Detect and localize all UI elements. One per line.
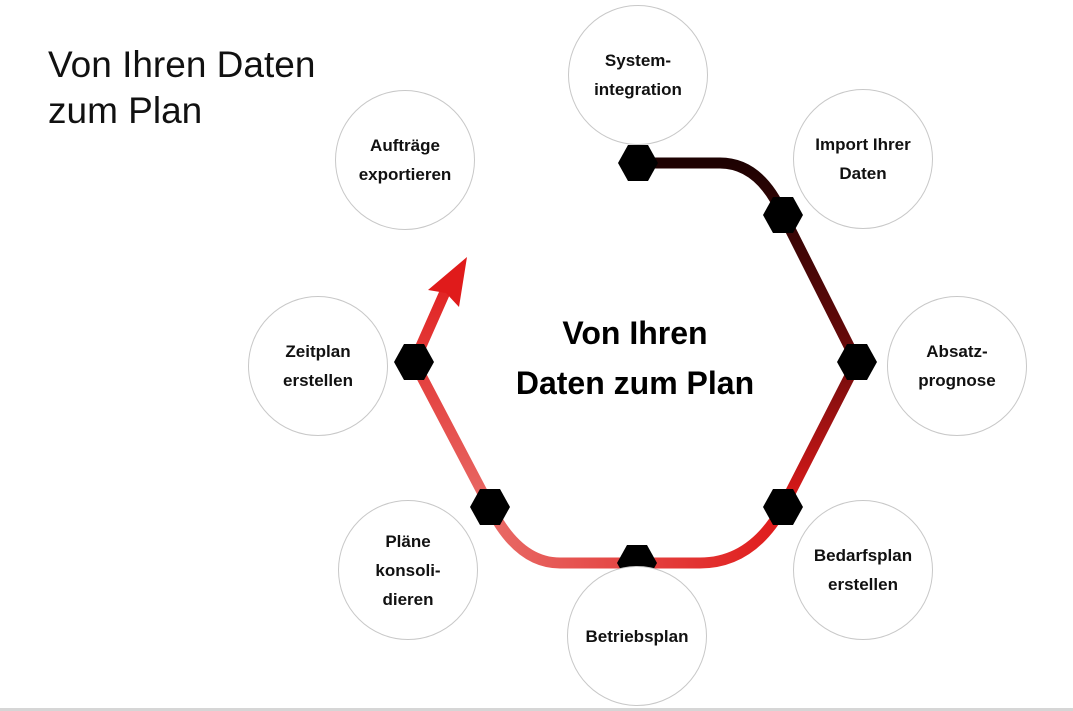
hexagon-node-icon [837, 344, 877, 380]
step-label: Import Ihrer [815, 135, 911, 154]
step-export-orders: Aufträge exportieren [335, 90, 475, 230]
hexagon-node-icon [763, 197, 803, 233]
hexagon-node-icon [470, 489, 510, 525]
step-label: Absatz- [926, 342, 988, 361]
step-label: erstellen [283, 371, 353, 390]
step-label: integration [594, 80, 682, 99]
hexagon-node-icon [618, 145, 658, 181]
step-label: System- [604, 51, 672, 70]
step-label: dieren [382, 589, 434, 609]
step-label: exportieren [358, 165, 452, 184]
step-label: prognose [918, 371, 996, 390]
step-system-integration: System-integration [568, 5, 708, 145]
page-title: Von Ihren Daten zum Plan [48, 42, 315, 134]
center-title-line: Von Ihren [562, 315, 708, 351]
bottom-divider [0, 708, 1073, 711]
title-line: zum Plan [48, 90, 203, 131]
step-consolidate-plans: Pläne konsoli-dieren [338, 500, 478, 640]
step-sales-forecast: Absatz-prognose [887, 296, 1027, 436]
hexagon-node-icon [763, 489, 803, 525]
step-label: erstellen [828, 575, 898, 594]
step-label: Bedarfsplan [813, 546, 913, 565]
title-line: Von Ihren Daten [48, 44, 316, 85]
step-label: konsoli- [375, 560, 441, 580]
step-operations-plan: Betriebsplan [567, 566, 707, 706]
center-title-line: Daten zum Plan [515, 365, 755, 401]
cycle-path-segment [485, 504, 788, 569]
hexagon-node-icon [394, 344, 434, 380]
cycle-path-segment [408, 289, 495, 510]
step-label: Aufträge [370, 136, 440, 155]
step-label: Betriebsplan [585, 626, 689, 646]
arrow-head-icon [428, 257, 467, 307]
step-label: Zeitplan [285, 342, 351, 361]
step-label: Pläne [385, 531, 431, 551]
step-label: Daten [839, 164, 887, 183]
step-create-schedule: Zeitplan erstellen [248, 296, 388, 436]
center-title: Von Ihren Daten zum Plan [480, 308, 790, 408]
step-demand-plan: Bedarfsplan erstellen [793, 500, 933, 640]
